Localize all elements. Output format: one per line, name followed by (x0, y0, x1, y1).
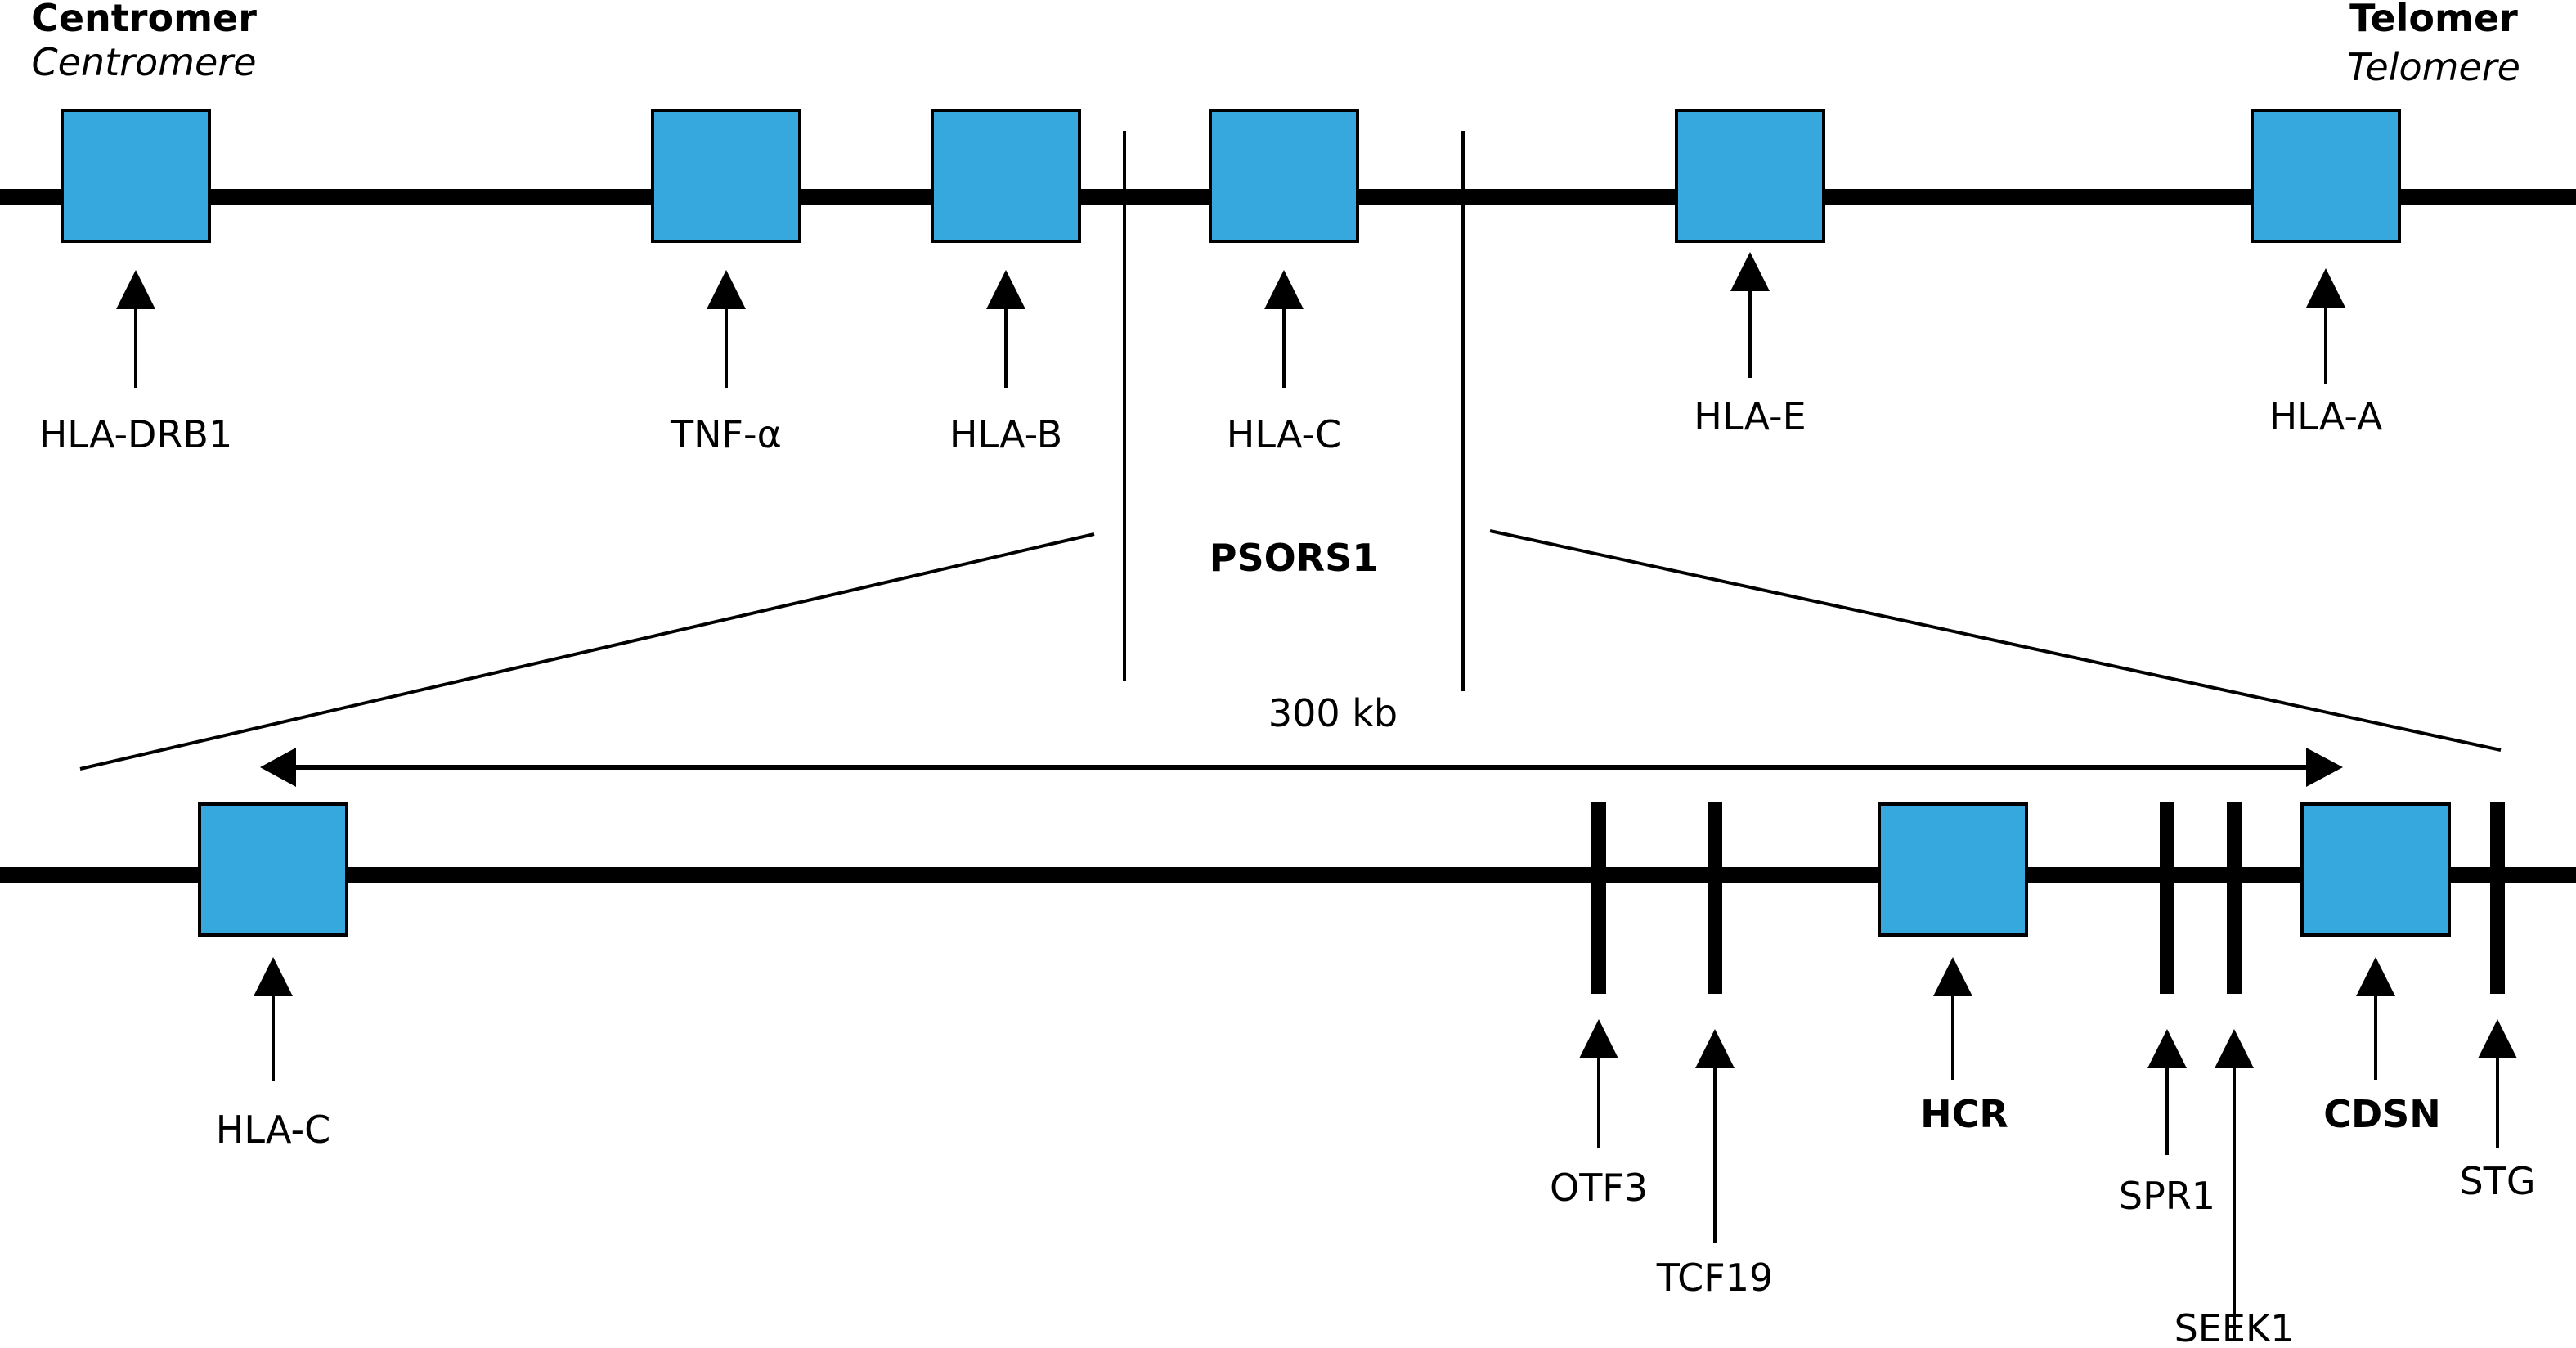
gene-marker-bar (2160, 802, 2174, 994)
arrow-up-icon (2147, 1029, 2187, 1068)
size-arrow-right-head (2306, 748, 2343, 787)
gene-label: HLA-C (1227, 412, 1341, 456)
gene-cdsn: CDSN (2300, 802, 2451, 1136)
arrow-up-icon (2215, 1029, 2254, 1068)
gene-hla-a: HLA-A (2251, 109, 2401, 438)
gene-box (1675, 109, 1825, 243)
gene-label: TCF19 (1656, 1256, 1774, 1300)
gene-otf3: OTF3 (1550, 802, 1648, 1210)
gene-label: HCR (1920, 1092, 2008, 1136)
gene-box (1878, 802, 2028, 937)
arrow-up-icon (1264, 270, 1304, 309)
telomere-subtitle: Telomere (2347, 45, 2520, 89)
gene-box (2300, 802, 2451, 937)
gene-label: SEEK1 (2174, 1306, 2295, 1348)
gene-hla-c-bottom: HLA-C (198, 802, 348, 1152)
psors1-label: PSORS1 (1209, 536, 1379, 580)
gene-tcf19: TCF19 (1656, 802, 1774, 1300)
gene-box (198, 802, 348, 937)
gene-hla-e: HLA-E (1675, 109, 1825, 438)
gene-label: TNF-α (670, 412, 782, 456)
gene-label: HLA-E (1694, 394, 1806, 438)
gene-spr1: SPR1 (2119, 802, 2215, 1218)
gene-box (2251, 109, 2401, 243)
gene-marker-bar (2227, 802, 2242, 994)
gene-label: STG (2460, 1159, 2536, 1203)
gene-label: CDSN (2323, 1092, 2441, 1136)
arrow-up-icon (1933, 957, 1972, 996)
arrow-up-icon (116, 270, 155, 309)
arrow-up-icon (986, 270, 1025, 309)
arrow-up-icon (2478, 1019, 2517, 1058)
telomer-title: Telomer (2349, 0, 2518, 40)
size-label: 300 kb (1268, 691, 1398, 735)
gene-hla-b: HLA-B (931, 109, 1081, 456)
gene-box (651, 109, 801, 243)
centromere-subtitle: Centromere (32, 40, 257, 84)
arrow-up-icon (1730, 252, 1770, 291)
zoom-line-left (79, 532, 1095, 771)
gene-label: OTF3 (1550, 1166, 1648, 1210)
gene-hla-c-top: HLA-C (1209, 109, 1359, 456)
gene-marker-bar (1591, 802, 1606, 994)
gene-label: SPR1 (2119, 1174, 2215, 1218)
zoom-line-right (1489, 529, 2502, 752)
size-arrow-left-head (260, 748, 296, 787)
gene-box (931, 109, 1081, 243)
gene-label: HLA-B (949, 412, 1062, 456)
gene-box (61, 109, 211, 243)
arrow-up-icon (1695, 1029, 1735, 1068)
centromer-title: Centromer (31, 0, 257, 40)
gene-label: HLA-A (2269, 394, 2383, 438)
bottom-chromosome-line (0, 867, 2576, 883)
gene-label: HLA-DRB1 (39, 412, 233, 456)
gene-stg: STG (2460, 802, 2536, 1203)
gene-hla-drb1: HLA-DRB1 (39, 109, 233, 456)
gene-seek1: SEEK1 (2174, 802, 2295, 1348)
arrow-up-icon (2306, 268, 2345, 308)
arrow-up-icon (1579, 1019, 1618, 1058)
gene-tnf-alpha: TNF-α (651, 109, 801, 456)
gene-marker-bar (2490, 802, 2505, 994)
arrow-up-icon (2356, 957, 2395, 996)
gene-label: HLA-C (216, 1108, 330, 1152)
gene-marker-bar (1708, 802, 1722, 994)
gene-hcr: HCR (1878, 802, 2028, 1136)
arrow-up-icon (707, 270, 746, 309)
arrow-up-icon (254, 957, 293, 996)
gene-box (1209, 109, 1359, 243)
